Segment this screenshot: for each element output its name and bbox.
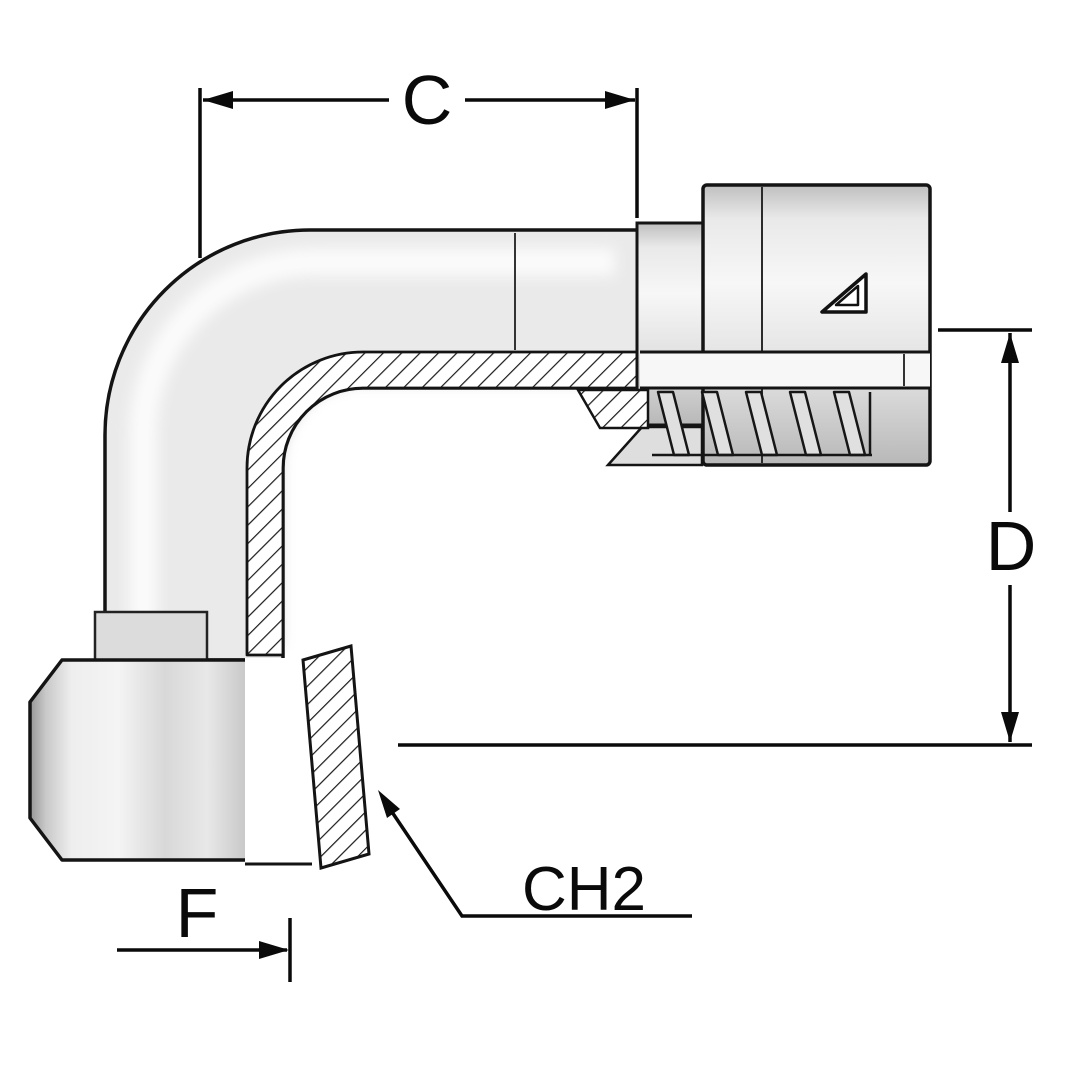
hex-section-strip [301, 644, 371, 870]
dim-c-arrow-right [605, 91, 635, 109]
dimension-c: C [198, 61, 639, 258]
hose-serrations [652, 390, 872, 457]
tube-shadow [268, 370, 615, 648]
dim-d-label: D [986, 507, 1037, 585]
ch2-leader: CH2 [378, 790, 692, 924]
dim-c-arrow-left [203, 91, 233, 109]
nipple-section [575, 388, 650, 430]
ch2-leader-line [390, 811, 692, 918]
ch2-label: CH2 [522, 855, 646, 924]
nut-collar [93, 610, 209, 662]
nut-bore [245, 658, 303, 866]
section-hatch-band [245, 350, 642, 657]
dimension-d: D [398, 328, 1037, 747]
ch2-arrow [378, 790, 400, 818]
elbow-tube-body [103, 228, 642, 662]
dim-c-label: C [402, 61, 453, 139]
brand-logo-icon [820, 272, 868, 314]
dimension-f: F [117, 874, 292, 982]
dim-d-arrow-up [1001, 333, 1019, 363]
dim-d-arrow-down [1001, 712, 1019, 742]
tube-highlight [129, 248, 615, 640]
stem-bore [640, 350, 930, 390]
dim-f-arrow [259, 941, 289, 959]
ferrule-shell [701, 183, 932, 467]
elbow-fitting [28, 183, 932, 870]
dim-f-label: F [176, 874, 219, 952]
